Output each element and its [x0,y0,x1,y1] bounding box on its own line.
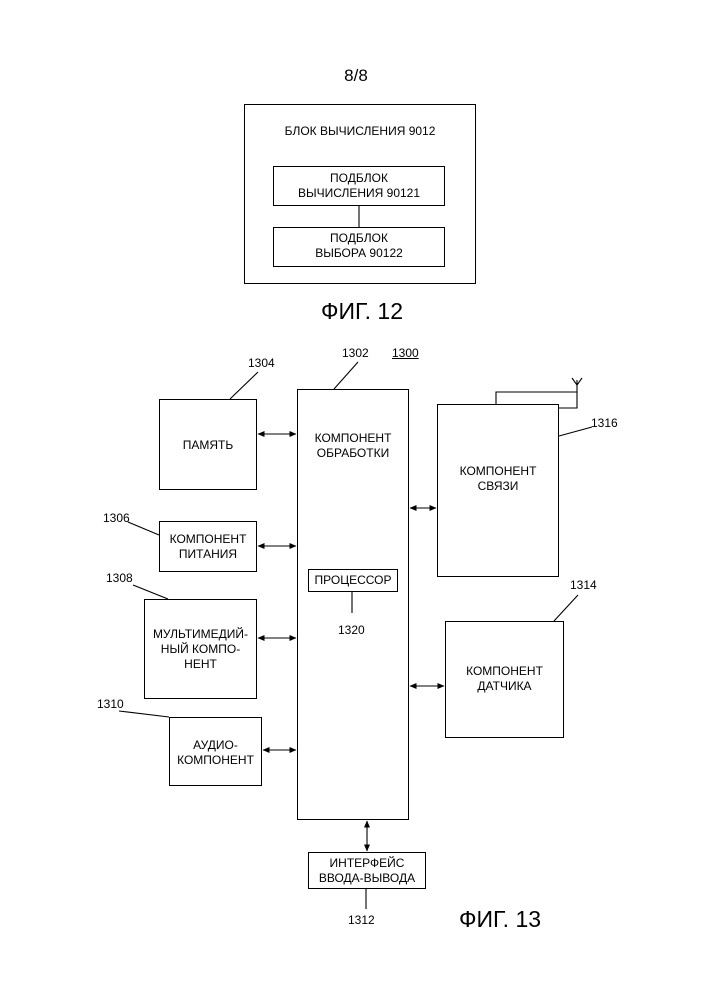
antenna [496,392,577,408]
leader-1314 [554,595,578,621]
leader-1316 [559,427,592,436]
leader-1306 [128,522,159,535]
leader-1310 [119,711,169,717]
leader-1304 [230,372,258,399]
leader-1308 [133,585,168,599]
leader-1302 [334,362,358,389]
